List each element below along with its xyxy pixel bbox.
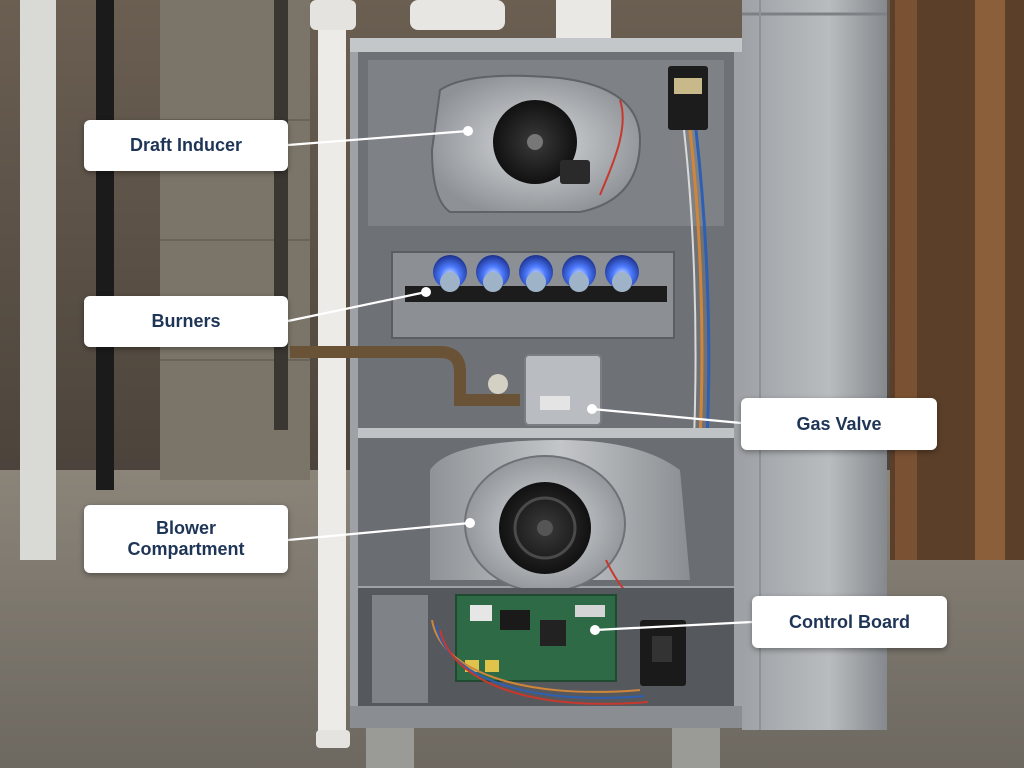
label-burners: Burners: [84, 296, 288, 347]
leader-burners: [287, 290, 427, 323]
label-draft-inducer: Draft Inducer: [84, 120, 288, 171]
leader-control-board: [594, 620, 753, 632]
label-blower-compartment: Blower Compartment: [84, 505, 288, 573]
leader-dots: [421, 126, 600, 635]
leader-gas-valve: [591, 407, 742, 425]
dot-gas-valve: [587, 404, 597, 414]
leader-draft-inducer: [287, 129, 469, 147]
dot-draft-inducer: [463, 126, 473, 136]
dot-burners: [421, 287, 431, 297]
label-gas-valve: Gas Valve: [741, 398, 937, 450]
dot-control-board: [590, 625, 600, 635]
label-control-board: Control Board: [752, 596, 947, 648]
dot-blower: [465, 518, 475, 528]
leader-lines: [287, 129, 753, 632]
leader-blower: [287, 521, 471, 542]
